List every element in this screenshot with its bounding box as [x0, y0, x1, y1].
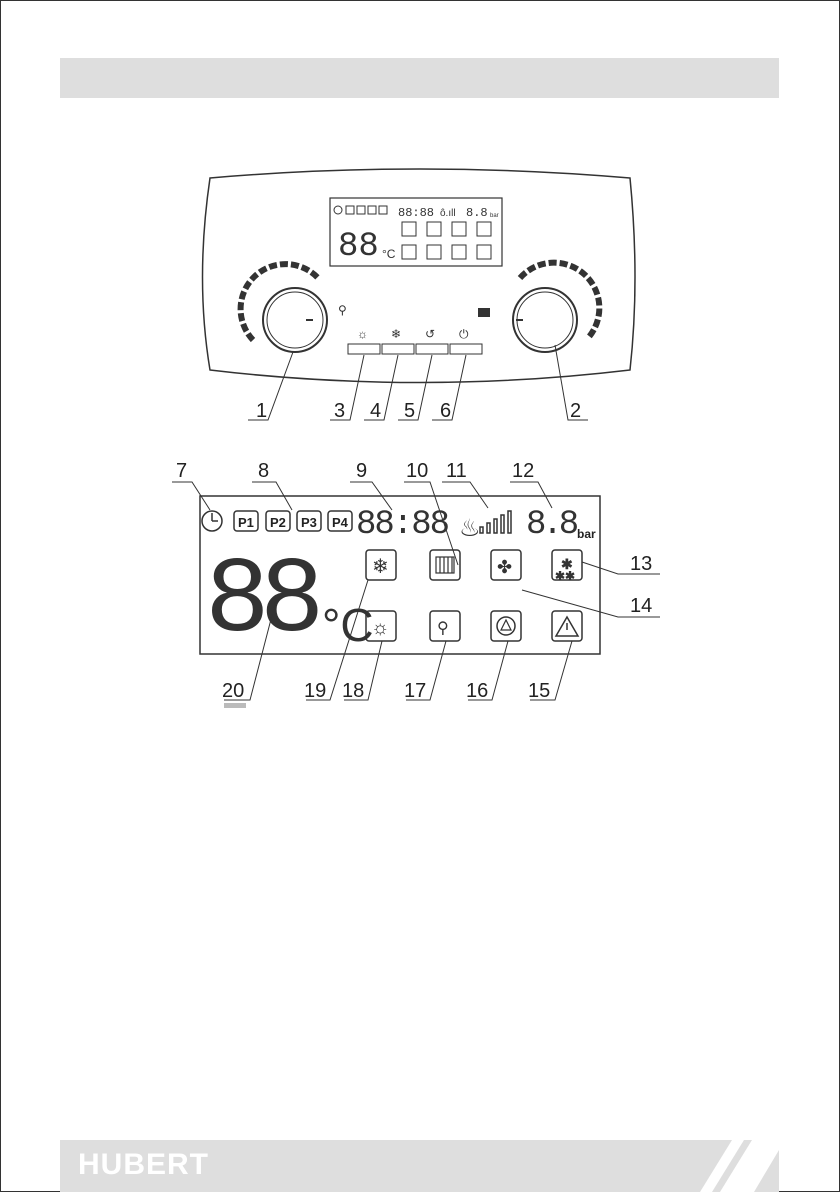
label-2: 2 [570, 400, 581, 422]
svg-text:ô.ıll: ô.ıll [440, 208, 456, 219]
button-row: ☼ ❄ ↺ ⏻ [348, 327, 482, 354]
panel-outline [203, 169, 636, 383]
callout-16: 16 [466, 680, 488, 702]
knob-heating[interactable] [478, 263, 599, 352]
callout-18: 18 [342, 680, 364, 702]
program-p1: P1 [238, 515, 254, 530]
reset-icon: ↺ [425, 327, 435, 341]
modulation-bars [480, 511, 511, 533]
callout-14: 14 [630, 595, 652, 617]
label-4: 4 [370, 400, 381, 422]
knob-dhw[interactable]: ⚲ [241, 264, 347, 352]
radiator-icon [436, 557, 454, 573]
pressure-unit: bar [577, 527, 596, 541]
flame-icon: ♨ [459, 515, 481, 542]
callout-19: 19 [304, 680, 326, 702]
callout-7: 7 [176, 460, 187, 482]
label-1: 1 [256, 400, 267, 422]
svg-text:°C: °C [382, 247, 396, 261]
label-5: 5 [404, 400, 415, 422]
svg-text:bar: bar [490, 213, 499, 219]
warning-icon [556, 617, 578, 636]
callout-10: 10 [406, 460, 428, 482]
callout-20-highlight [224, 703, 246, 708]
tap-icon: ⚲ [338, 303, 347, 317]
summer-button[interactable]: ☼ [348, 327, 380, 354]
callout-8: 8 [258, 460, 269, 482]
snowflake-icon: ❄ [391, 327, 401, 341]
program-p3: P3 [301, 515, 317, 530]
program-p4: P4 [332, 515, 349, 530]
snowflake-icon: ❄ [372, 556, 389, 578]
label-6: 6 [440, 400, 451, 422]
callout-20: 20 [222, 680, 244, 702]
reset-button[interactable]: ↺ [416, 327, 448, 354]
callout-17: 17 [404, 680, 426, 702]
callout-15: 15 [528, 680, 550, 702]
svg-text:88: 88 [338, 228, 379, 266]
power-icon: ⏻ [459, 327, 469, 341]
radiator-icon [478, 308, 490, 317]
callout-13: 13 [630, 553, 652, 575]
svg-text:88:88: 88:88 [398, 206, 434, 220]
fan-icon: ✤ [497, 557, 512, 577]
heating-box [430, 550, 460, 580]
pump-box [491, 611, 521, 641]
svg-text:8.8: 8.8 [466, 206, 488, 220]
winter-button[interactable]: ❄ [382, 327, 414, 354]
callout-11: 11 [446, 460, 467, 482]
tap-icon: ⚲ [437, 620, 449, 637]
power-button[interactable]: ⏻ [450, 327, 482, 354]
program-p2: P2 [270, 515, 286, 530]
footer-stripes [60, 1140, 779, 1192]
callout-12: 12 [512, 460, 534, 482]
callout-9: 9 [356, 460, 367, 482]
svg-text:✱✱: ✱✱ [555, 569, 575, 583]
temperature-digits: 88 [205, 541, 318, 663]
footer-band: HUBERT [60, 1140, 779, 1192]
clock-icon [202, 511, 222, 531]
pressure-digits: 8.8 [526, 506, 578, 544]
time-digits: 88:88 [356, 506, 449, 544]
panel-lcd: 88:88 ô.ıll 8.8 bar 88 °C [330, 198, 502, 266]
label-3: 3 [334, 400, 345, 422]
pump-icon [497, 617, 515, 635]
sun-icon: ☼ [357, 327, 368, 341]
sun-icon: ☼ [371, 617, 389, 639]
